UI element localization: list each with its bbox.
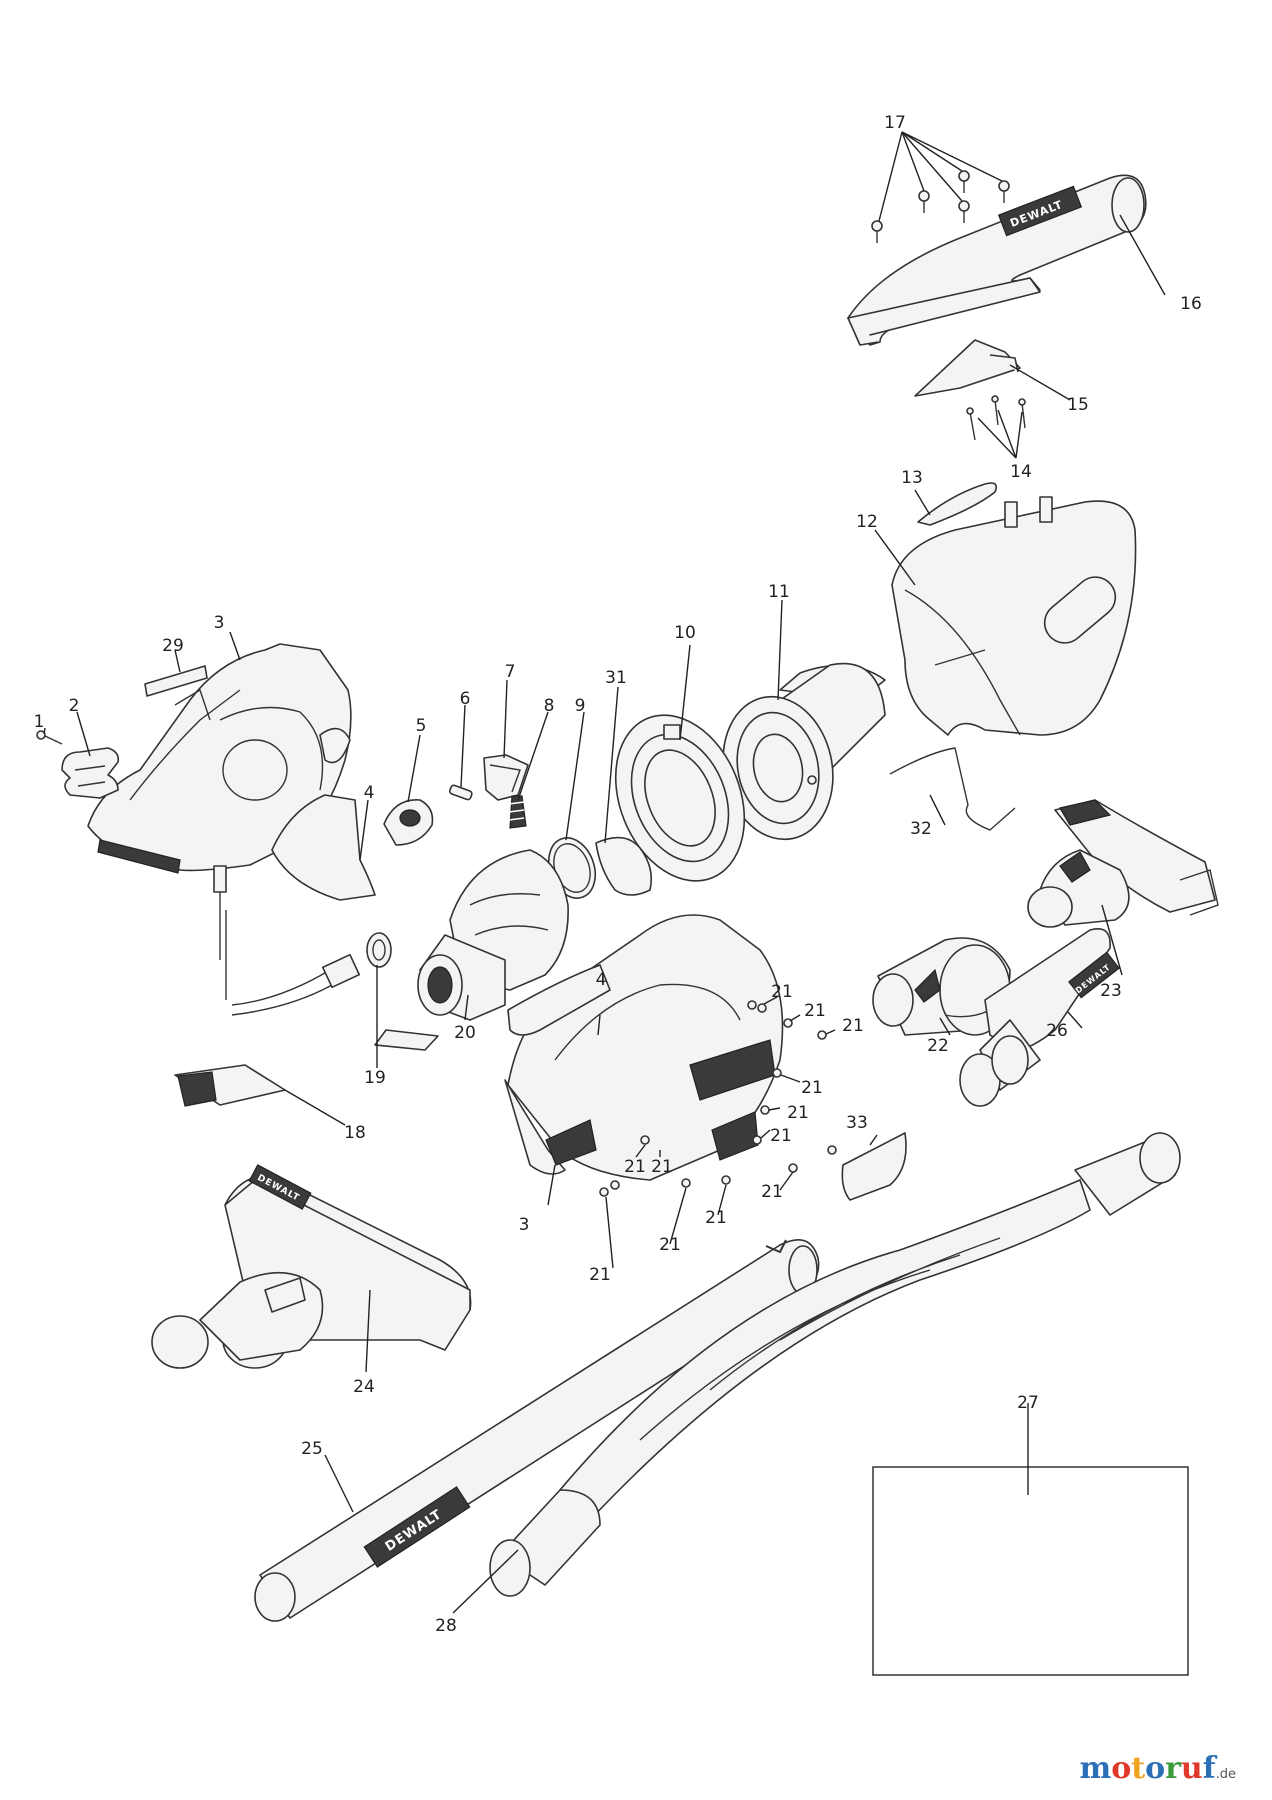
watermark-logo: motoruf.de bbox=[1079, 1751, 1236, 1786]
part-27-box bbox=[872, 1466, 1189, 1676]
part-18-switch-board bbox=[174, 865, 361, 1107]
part-label-21d: 21 bbox=[801, 1078, 823, 1098]
part-7-cover bbox=[483, 754, 529, 801]
part-13-latch bbox=[917, 482, 998, 526]
part-label-27: 27 bbox=[1017, 1393, 1039, 1413]
watermark-char: u bbox=[1180, 1751, 1203, 1786]
part-label-10: 10 bbox=[674, 623, 696, 643]
part-label-15: 15 bbox=[1067, 395, 1089, 415]
part-label-5: 5 bbox=[416, 716, 427, 736]
part-label-6: 6 bbox=[460, 689, 471, 709]
part-label-17: 17 bbox=[884, 113, 906, 133]
part-28-hose bbox=[489, 1132, 1181, 1597]
part-label-31: 31 bbox=[605, 668, 627, 688]
part-label-21i: 21 bbox=[589, 1265, 611, 1285]
part-label-16: 16 bbox=[1180, 294, 1202, 314]
part-label-19: 19 bbox=[364, 1068, 386, 1088]
watermark-suffix: .de bbox=[1215, 1767, 1236, 1782]
part-4-shroud-right bbox=[507, 964, 611, 1036]
part-33-filter-sheet bbox=[841, 1132, 907, 1201]
part-2-clip bbox=[61, 747, 120, 799]
part-3-left-housing bbox=[87, 643, 352, 874]
part-31-gasket bbox=[595, 836, 653, 896]
part-1-screw bbox=[36, 730, 63, 745]
part-label-21b: 21 bbox=[804, 1001, 826, 1021]
part-label-32: 32 bbox=[910, 819, 932, 839]
part-label-9: 9 bbox=[575, 696, 586, 716]
part-label-7: 7 bbox=[505, 662, 516, 682]
part-4-shroud-left bbox=[271, 794, 376, 901]
part-12-front-housing bbox=[891, 496, 1137, 736]
part-label-21k: 21 bbox=[705, 1208, 727, 1228]
part-17-screws bbox=[871, 131, 1010, 243]
part-24-floor-tool: DEWALT bbox=[151, 1164, 472, 1369]
part-label-33: 33 bbox=[846, 1113, 868, 1133]
part-label-24: 24 bbox=[353, 1377, 375, 1397]
watermark-char: m bbox=[1079, 1751, 1112, 1786]
part-label-21f: 21 bbox=[770, 1126, 792, 1146]
part-label-21e: 21 bbox=[787, 1103, 809, 1123]
part-label-28: 28 bbox=[435, 1616, 457, 1636]
part-label-3b: 3 bbox=[519, 1215, 530, 1235]
part-10-filter-disk bbox=[614, 714, 746, 882]
part-label-29: 29 bbox=[162, 636, 184, 656]
part-23-brush-tool bbox=[1027, 799, 1219, 928]
part-label-2: 2 bbox=[69, 696, 80, 716]
part-label-4a: 4 bbox=[364, 783, 375, 803]
part-label-1: 1 bbox=[34, 712, 45, 732]
part-label-21j: 21 bbox=[659, 1235, 681, 1255]
part-label-12: 12 bbox=[856, 512, 878, 532]
part-11-filter bbox=[722, 662, 886, 841]
part-label-20: 20 bbox=[454, 1023, 476, 1043]
part-29-label bbox=[144, 665, 208, 697]
part-label-13: 13 bbox=[901, 468, 923, 488]
part-label-21a: 21 bbox=[771, 982, 793, 1002]
part-21-screws bbox=[599, 996, 837, 1269]
part-5-switch-button bbox=[383, 799, 434, 846]
part-25-extension-tube: DEWALT bbox=[254, 1238, 820, 1622]
watermark-char: t bbox=[1131, 1751, 1146, 1786]
part-16-handle-tube: DEWALT bbox=[847, 174, 1147, 346]
part-6-key bbox=[448, 784, 473, 801]
watermark-char: r bbox=[1165, 1751, 1181, 1786]
part-number-labels: 1 2 3 4 5 6 7 8 9 10 11 12 13 14 15 16 1… bbox=[34, 113, 1202, 1636]
part-label-11: 11 bbox=[768, 582, 790, 602]
part-20-motor bbox=[417, 849, 569, 1021]
part-label-8: 8 bbox=[544, 696, 555, 716]
part-32-filter-sheet bbox=[889, 747, 1016, 831]
part-label-4b: 4 bbox=[596, 970, 607, 990]
leader-lines bbox=[43, 214, 1166, 1614]
part-label-23: 23 bbox=[1100, 981, 1122, 1001]
part-label-21g: 21 bbox=[624, 1157, 646, 1177]
part-label-26: 26 bbox=[1046, 1021, 1068, 1041]
part-15-bracket bbox=[914, 339, 1021, 397]
watermark-char: o bbox=[1145, 1751, 1166, 1786]
part-label-21c: 21 bbox=[842, 1016, 864, 1036]
part-label-21h: 21 bbox=[651, 1157, 673, 1177]
part-label-21l: 21 bbox=[761, 1182, 783, 1202]
part-label-3a: 3 bbox=[214, 613, 225, 633]
part-14-pins bbox=[966, 395, 1026, 441]
part-19-washer bbox=[366, 932, 439, 1051]
part-label-18: 18 bbox=[344, 1123, 366, 1143]
part-label-14: 14 bbox=[1010, 462, 1032, 482]
part-label-22: 22 bbox=[927, 1036, 949, 1056]
part-label-25: 25 bbox=[301, 1439, 323, 1459]
watermark-char: f bbox=[1202, 1751, 1216, 1786]
part-8-spring bbox=[508, 795, 527, 829]
watermark-char: o bbox=[1111, 1751, 1132, 1786]
